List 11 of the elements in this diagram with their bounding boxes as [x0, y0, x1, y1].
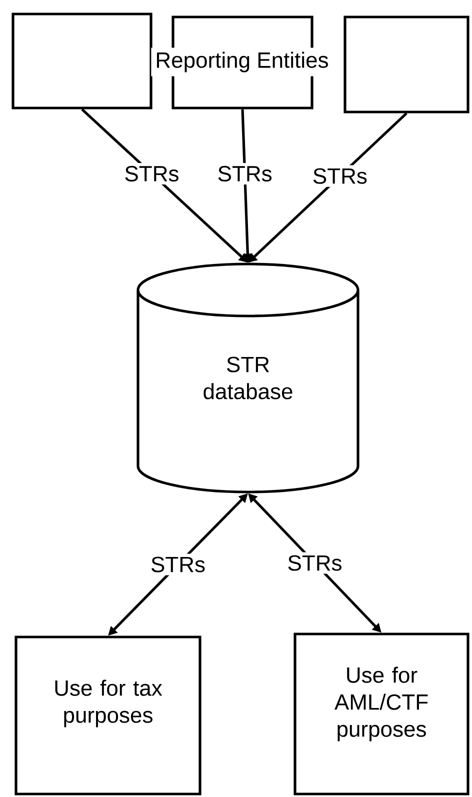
edge-label: STRs [148, 554, 208, 576]
entity-box [12, 12, 152, 110]
edge-label: STRs [121, 162, 182, 185]
edge-label: STRs [214, 162, 276, 185]
purpose-box: Use for AML/CTF purposes [294, 632, 470, 796]
database-cylinder: STR database [136, 262, 360, 494]
edge-label: STRs [284, 552, 346, 574]
entity-box [344, 16, 470, 114]
group-label: Reporting Entities [151, 48, 333, 76]
edge-label: STRs [309, 165, 370, 187]
purpose-box: Use for tax purposes [14, 636, 202, 796]
